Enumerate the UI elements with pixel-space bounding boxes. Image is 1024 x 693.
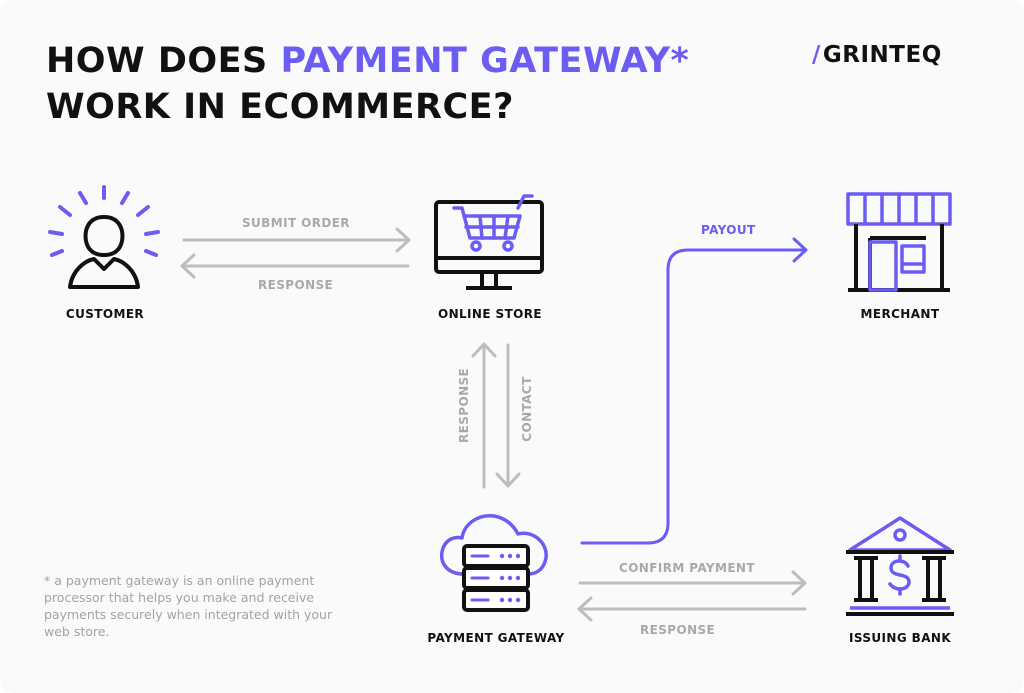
- edge-label-submit-order: SUBMIT ORDER: [242, 216, 350, 230]
- payment-gateway-label: PAYMENT GATEWAY: [427, 631, 565, 645]
- monitor-cart-icon: [434, 194, 544, 290]
- arrow-contact-down: [495, 343, 521, 488]
- online-store-label: ONLINE STORE: [437, 307, 543, 321]
- grinteq-logo: /GRINTEQ: [812, 42, 942, 68]
- customer-icon: [48, 185, 160, 289]
- edge-label-contact: CONTACT: [520, 376, 534, 442]
- edge-label-response-vertical: RESPONSE: [457, 367, 471, 443]
- page-title: HOW DOES PAYMENT GATEWAY* WORK IN ECOMME…: [46, 38, 689, 130]
- arrow-confirm-payment: [578, 570, 807, 596]
- arrow-response-up: [471, 342, 497, 489]
- arrow-payout: [580, 237, 808, 545]
- logo-text: GRINTEQ: [822, 42, 942, 68]
- title-accent: PAYMENT GATEWAY*: [280, 41, 690, 81]
- edge-label-payout: PAYOUT: [701, 223, 756, 237]
- footnote: * a payment gateway is an online payment…: [44, 573, 333, 639]
- edge-label-response-bank: RESPONSE: [640, 623, 716, 637]
- title-prefix: HOW DOES: [46, 41, 281, 81]
- title-line2: WORK IN ECOMMERCE?: [46, 87, 514, 127]
- customer-label: CUSTOMER: [65, 307, 145, 321]
- merchant-label: MERCHANT: [860, 307, 940, 321]
- edge-label-response-store: RESPONSE: [258, 278, 334, 292]
- arrow-response-bank: [577, 596, 807, 622]
- issuing-bank-label: ISSUING BANK: [848, 631, 952, 645]
- bank-icon: [846, 516, 954, 616]
- cloud-server-icon: [439, 514, 548, 612]
- arrow-response-store: [180, 253, 410, 279]
- storefront-icon: [846, 192, 952, 292]
- logo-slash: /: [812, 42, 821, 68]
- edge-label-confirm-payment: CONFIRM PAYMENT: [619, 561, 755, 575]
- arrow-submit-order: [182, 227, 411, 253]
